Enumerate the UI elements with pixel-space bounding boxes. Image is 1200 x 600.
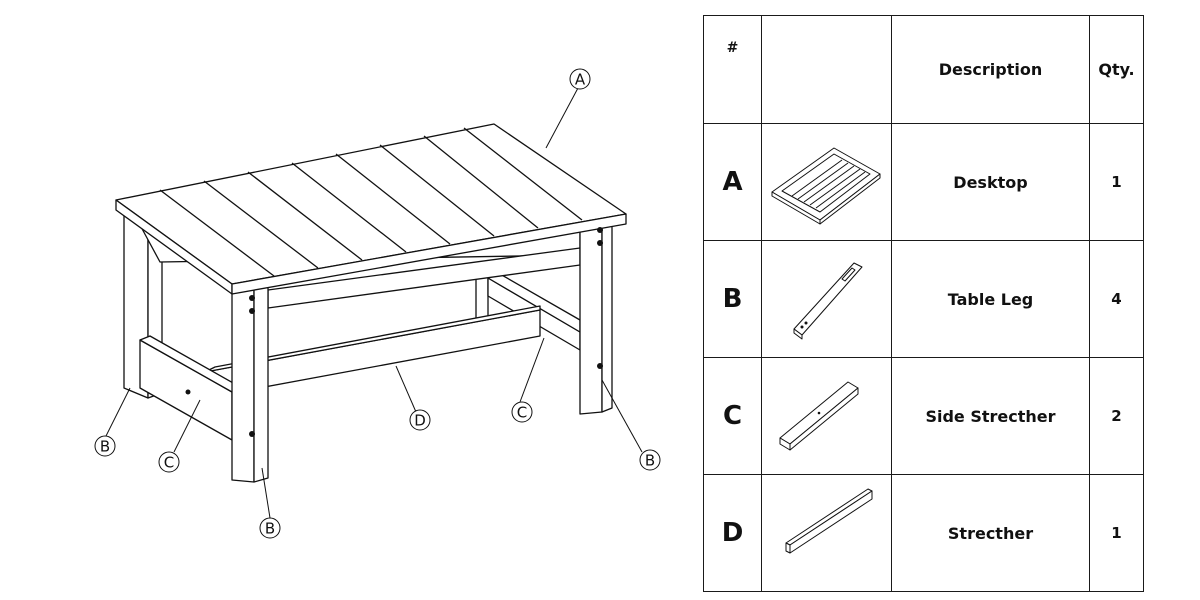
table-row: C Side Strecther 2: [703, 357, 1144, 475]
header-quantity: Qty.: [1089, 15, 1144, 124]
svg-text:B: B: [100, 438, 110, 456]
callout-a: A: [569, 68, 591, 90]
callout-d: D: [409, 409, 431, 431]
table-row: D Strecther 1: [703, 474, 1144, 592]
part-quantity: 4: [1089, 240, 1144, 358]
callout-c-right: C: [511, 401, 533, 423]
callout-c-left: C: [158, 451, 180, 473]
header-description: Description: [891, 15, 1090, 124]
stretcher-part-icon: [785, 488, 873, 554]
svg-text:D: D: [414, 412, 426, 430]
svg-text:A: A: [575, 71, 586, 89]
svg-text:C: C: [164, 454, 174, 472]
svg-text:C: C: [517, 404, 527, 422]
table-row: A Desktop 1: [703, 123, 1144, 241]
svg-text:B: B: [645, 452, 655, 470]
callout-b-back-left: B: [94, 435, 116, 457]
header-number: #: [726, 40, 739, 56]
leader-lines: [105, 87, 643, 519]
desktop-part-icon: [771, 147, 881, 225]
table-assembly-diagram: A B B B C C D: [94, 68, 661, 539]
part-letter: A: [703, 123, 762, 241]
side-stretcher-part-icon: [779, 381, 859, 451]
part-description: Side Strecther: [891, 357, 1090, 475]
bolt-holes: [185, 227, 603, 437]
callout-b-front-right: B: [639, 449, 661, 471]
part-letter: C: [703, 357, 762, 475]
parts-list-table: # Description Qty. A: [703, 15, 1144, 592]
front-right-leg: [579, 213, 613, 415]
callout-b-front-left: B: [259, 517, 281, 539]
front-left-leg: [231, 285, 269, 483]
table-leg-part-icon: [793, 262, 863, 340]
header-number-cell: #: [703, 15, 762, 124]
part-description: Desktop: [891, 123, 1090, 241]
header-image-cell: [761, 15, 892, 124]
left-side-stretcher: [139, 335, 243, 441]
part-description: Strecther: [891, 474, 1090, 592]
part-letter: B: [703, 240, 762, 358]
desktop: [115, 123, 627, 295]
table-header-row: # Description Qty.: [703, 15, 1144, 124]
svg-text:B: B: [265, 520, 275, 538]
part-letter: D: [703, 474, 762, 592]
table-row: B Table Leg 4: [703, 240, 1144, 358]
part-description: Table Leg: [891, 240, 1090, 358]
part-quantity: 1: [1089, 474, 1144, 592]
part-quantity: 1: [1089, 123, 1144, 241]
part-quantity: 2: [1089, 357, 1144, 475]
